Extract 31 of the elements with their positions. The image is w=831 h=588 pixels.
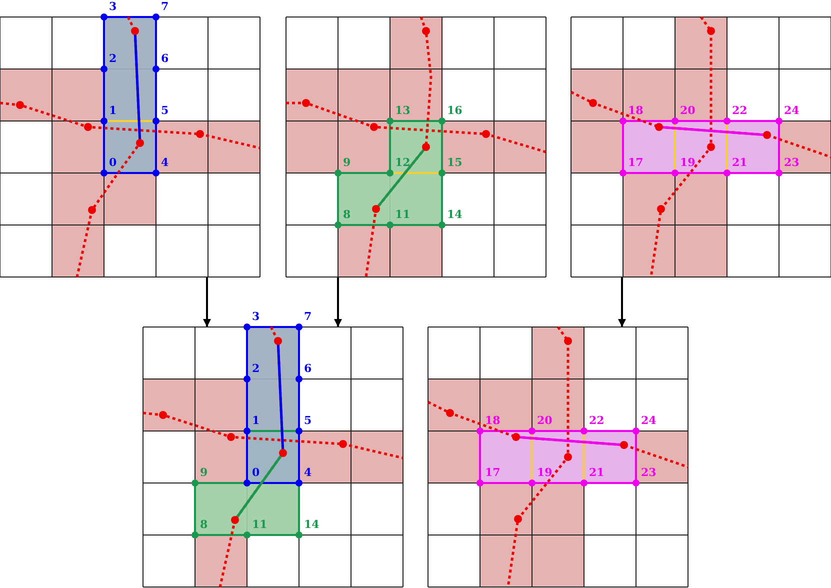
- vertex-number: 20: [680, 105, 696, 117]
- vertex-number: 3: [252, 311, 260, 323]
- vertex-number: 9: [343, 157, 351, 169]
- arrow: [203, 277, 211, 327]
- arrow: [618, 277, 626, 327]
- vertex-number: 12: [395, 157, 410, 169]
- vertex-number: 17: [485, 467, 500, 479]
- arrow: [334, 277, 342, 327]
- vertex-number: 19: [680, 157, 696, 169]
- vertex-number: 7: [161, 1, 169, 13]
- vertex-number: 20: [537, 415, 552, 427]
- vertex-number: 15: [447, 157, 462, 169]
- vertex-number: 7: [304, 311, 312, 323]
- vertex-number: 13: [395, 105, 410, 117]
- vertex-number: 24: [641, 415, 656, 427]
- vertex-number: 18: [485, 415, 500, 427]
- vertex-number: 17: [628, 157, 644, 169]
- vertex-number: 23: [784, 157, 800, 169]
- vertex-number: 11: [395, 209, 410, 221]
- vertex-number: 8: [343, 209, 351, 221]
- vertex-number: 14: [447, 209, 462, 221]
- vertex-number: 22: [732, 105, 748, 117]
- vertex-number: 21: [732, 157, 748, 169]
- vertex-number: 16: [447, 105, 462, 117]
- vertex-number: 24: [784, 105, 800, 117]
- vertex-number: 18: [628, 105, 644, 117]
- vertex-number: 23: [641, 467, 656, 479]
- vertex-number: 3: [109, 1, 117, 13]
- vertex-number: 19: [537, 467, 552, 479]
- vertex-number: 22: [589, 415, 604, 427]
- vertex-number: 21: [589, 467, 604, 479]
